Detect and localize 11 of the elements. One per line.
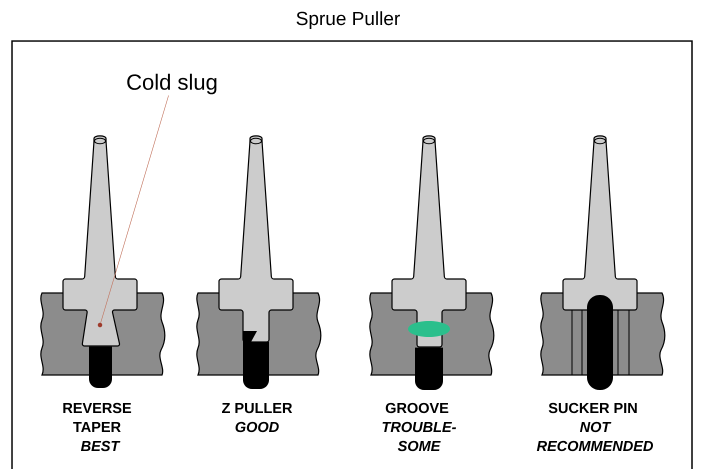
rating-label: TROUBLE- SOME: [382, 422, 456, 452]
puller-type-label: REVERSE TAPER: [63, 402, 132, 432]
title: Sprue Puller: [296, 11, 400, 29]
puller-type-label: GROOVE: [386, 402, 448, 414]
callout-text: Cold slug: [127, 74, 216, 94]
rating-label: NOT RECOMMENDED: [536, 422, 653, 452]
puller-type-label: SUCKER PIN: [548, 402, 637, 414]
rating-label: GOOD: [236, 422, 279, 432]
puller-type-label: Z PULLER: [222, 403, 292, 414]
rating-label: BEST: [80, 440, 120, 452]
leader-line: [100, 95, 169, 323]
